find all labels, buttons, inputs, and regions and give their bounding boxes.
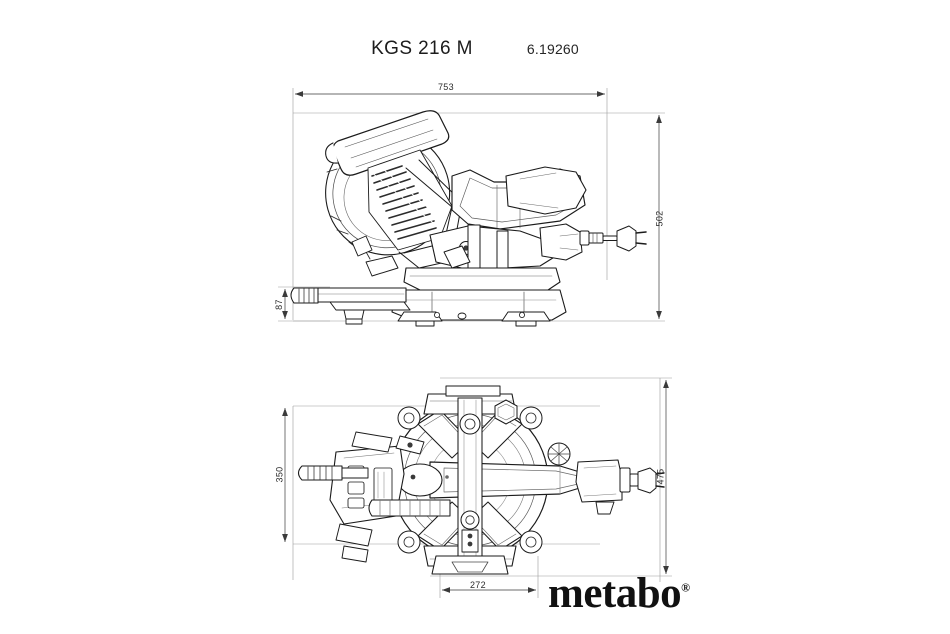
dimension-label-87: 87 [273, 299, 284, 310]
top-view-dimension-lines [282, 380, 669, 593]
side-view-group [278, 88, 665, 327]
dimension-label-502: 502 [654, 210, 665, 227]
registered-trademark-icon: ® [681, 580, 691, 595]
top-view-group [282, 377, 672, 598]
dimension-label-475: 475 [655, 468, 666, 485]
dimension-label-350: 350 [274, 466, 285, 483]
dimension-label-753: 753 [438, 82, 454, 92]
saw-side-elevation [290, 110, 647, 327]
side-view-dimension-lines [282, 91, 662, 319]
dimension-label-272: 272 [470, 580, 486, 590]
brand-name: metabo [548, 570, 682, 617]
saw-plan-view [297, 385, 665, 575]
top-view-witness-lines [292, 377, 672, 598]
metabo-logo: metabo® [548, 572, 690, 615]
